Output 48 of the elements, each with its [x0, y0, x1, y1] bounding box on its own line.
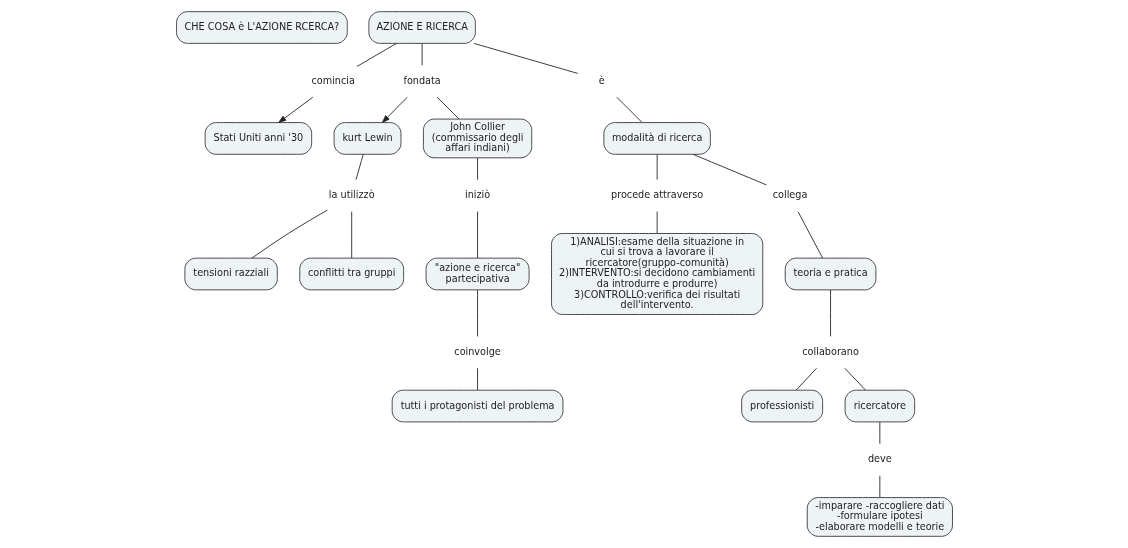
connector: [692, 153, 767, 186]
arrow: [381, 96, 408, 123]
connector: [878, 475, 880, 498]
node-box: CHE COSA è L'AZIONE RCERCA?: [175, 11, 348, 44]
node-box: teoria e pratica: [784, 257, 876, 291]
node-text: la utilizzò: [328, 189, 375, 201]
node-box: tensioni razziali: [183, 257, 278, 291]
node-box: AZIONE E RICERCA: [367, 11, 476, 44]
node-box: John Collier (commissario degli affari indiani): [422, 118, 532, 159]
connector: [476, 211, 478, 259]
node-box: -imparare -raccogliere dati -formulare ipotesi -elaborare modelli e teorie: [806, 497, 953, 537]
node-box: professionisti: [740, 389, 823, 423]
node-text: deve: [867, 453, 892, 465]
connector: [476, 367, 478, 391]
connector: [829, 289, 831, 337]
connector: [878, 421, 880, 445]
arrow: [277, 96, 313, 123]
connector: [615, 96, 642, 123]
connector: [476, 157, 478, 181]
connector: [356, 43, 397, 67]
connector: [355, 154, 364, 181]
connector: [436, 96, 459, 120]
node-box: 1)ANALISI:esame della situazione in cui si trova a lavorare il ricercatore(gruppo-comunità) 2)INTERVENTO:si decidono cambiamenti da introdurre e produrre) 3)CONTROLLO:verifica dei risultati dell'intervento.: [550, 233, 763, 315]
node-text: coinvolge: [453, 345, 501, 357]
node-text: procede attraverso: [610, 189, 703, 201]
connector: [795, 367, 817, 391]
connector: [350, 211, 352, 259]
node-box: modalità di ricerca: [602, 122, 711, 155]
connector: [476, 289, 478, 337]
node-box: conflitti tra gruppi: [298, 257, 404, 291]
connector: [656, 211, 658, 234]
node-box: Stati Uniti anni '30: [204, 122, 312, 155]
node-text: è: [598, 74, 605, 86]
node-text: comincia: [311, 74, 355, 86]
node-text: collaborano: [801, 345, 859, 357]
node-box: ricercatore: [844, 389, 915, 423]
node-box: tutti i protagonisti del problema: [391, 389, 563, 423]
node-text: collega: [772, 189, 807, 201]
connector: [797, 211, 823, 259]
node-text: fondata: [402, 74, 441, 86]
connector: [421, 43, 423, 66]
connector: [473, 43, 578, 74]
connector: [843, 367, 866, 391]
node-text: iniziò: [464, 189, 490, 201]
connector: [251, 209, 328, 259]
connector: [656, 154, 658, 181]
node-box: kurt Lewin: [333, 122, 401, 155]
node-box: "azione e ricerca" partecipativa: [425, 257, 529, 291]
